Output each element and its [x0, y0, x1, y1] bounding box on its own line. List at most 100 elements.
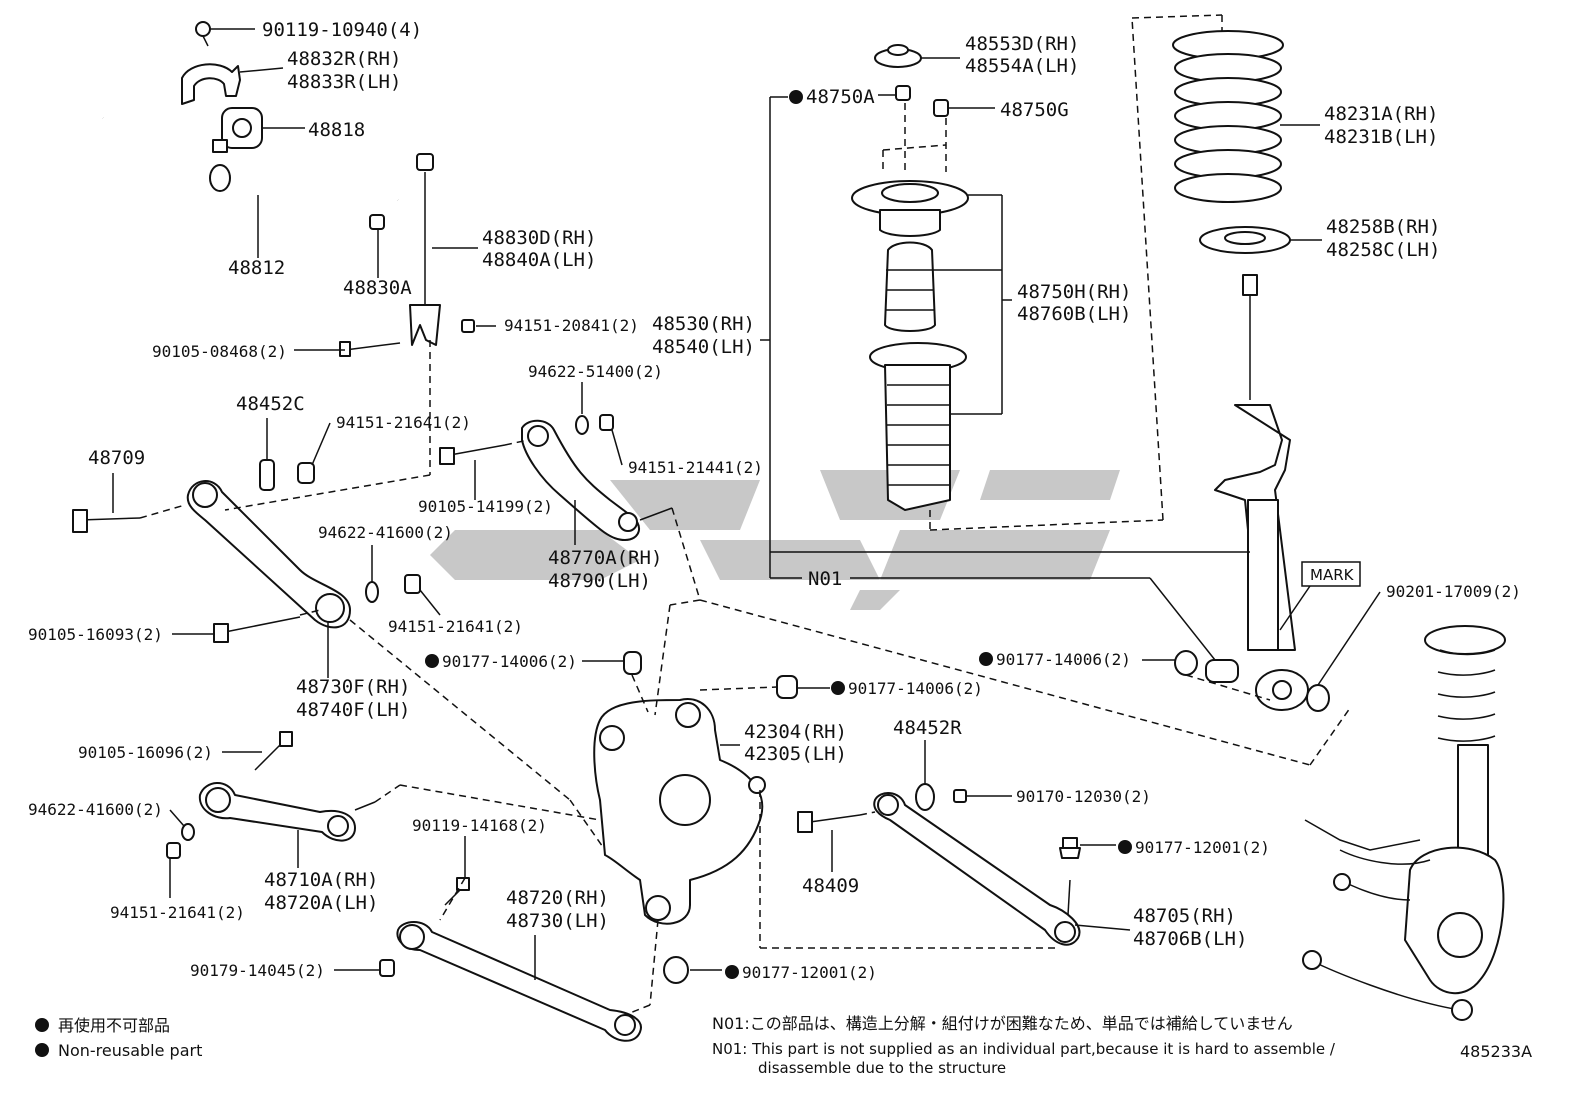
- leader-lines: [112, 28, 1381, 980]
- label-48830D: 48830D(RH): [482, 227, 596, 249]
- bolt-48709: [72, 509, 141, 533]
- label-48452R: 48452R: [893, 717, 962, 739]
- nut-94151-21441: [599, 414, 614, 431]
- arm-48720: [396, 921, 642, 1042]
- label-48706B: 48706B(LH): [1133, 928, 1247, 950]
- label-90179-14045: 90179-14045(2): [190, 961, 325, 980]
- nut-94151-21641-c: [166, 842, 181, 859]
- mark-label-box: [1279, 561, 1361, 631]
- part-labels: 90119-10940(4) 48832R(RH) 48833R(LH) 488…: [28, 19, 1521, 982]
- bolt-48409: [797, 811, 861, 833]
- label-48705: 48705(RH): [1133, 905, 1236, 927]
- label-90105-08468: 90105-08468(2): [152, 342, 287, 361]
- stabilizer-bar: [101, 115, 401, 240]
- label-90177-14006-center: 90177-14006(2): [848, 679, 983, 698]
- label-90170-12030: 90170-12030(2): [1016, 787, 1151, 806]
- label-48231B: 48231B(LH): [1324, 126, 1438, 148]
- bump-stopper: [884, 241, 936, 332]
- arm-48710A: [198, 782, 376, 842]
- label-48720: 48720(RH): [506, 887, 609, 909]
- label-48818: 48818: [308, 119, 365, 141]
- stabilizer-bracket: [181, 63, 241, 105]
- label-94622-41600-bottom: 94622-41600(2): [28, 800, 163, 819]
- label-90105-14199: 90105-14199(2): [418, 497, 553, 516]
- label-48409: 48409: [802, 875, 859, 897]
- bushing-90177-14006-b: [776, 675, 798, 699]
- legend: 再使用不可部品 Non-reusable part: [35, 1016, 202, 1060]
- label-48830A: 48830A: [343, 277, 412, 299]
- link-bolt: [339, 341, 401, 357]
- label-48730: 48730(LH): [506, 910, 609, 932]
- label-N01: N01: [808, 568, 842, 590]
- label-mark: MARK: [1310, 566, 1355, 584]
- legend-en: Non-reusable part: [58, 1041, 202, 1060]
- label-48770A: 48770A(RH): [548, 547, 662, 569]
- label-94151-21641-top: 94151-21641(2): [336, 413, 471, 432]
- nut-94151-21641-b: [404, 574, 421, 594]
- label-48553D: 48553D(RH): [965, 33, 1079, 55]
- nut-90179-14045: [379, 959, 395, 977]
- label-48740F: 48740F(LH): [296, 699, 410, 721]
- label-48750A: 48750A: [806, 86, 875, 108]
- label-48231A: 48231A(RH): [1324, 103, 1438, 125]
- label-48710A: 48710A(RH): [264, 869, 378, 891]
- label-94151-20841: 94151-20841(2): [504, 316, 639, 335]
- label-48258B: 48258B(RH): [1326, 216, 1440, 238]
- washer-90201-17009: [1306, 684, 1330, 712]
- dust-boot: [869, 342, 967, 511]
- washer-94622-41600-a: [365, 581, 379, 603]
- bolt-90105-16093: [213, 616, 301, 643]
- bolt-90119-14168: [444, 877, 470, 906]
- nut-90170-12030: [953, 789, 967, 803]
- note-en-line1: N01: This part is not supplied as an ind…: [712, 1040, 1336, 1058]
- washer-48452R: [915, 783, 935, 811]
- note-jp: N01:この部品は、構造上分解・組付けが困難なため、単品では補給していません: [712, 1014, 1293, 1033]
- non-reusable-marker: [789, 90, 803, 104]
- bushing-90177-12001-b: [663, 956, 689, 984]
- label-90201-17009: 90201-17009(2): [1386, 582, 1521, 601]
- label-94622-51400: 94622-51400(2): [528, 362, 663, 381]
- non-reusable-marker: [979, 652, 993, 666]
- label-90105-16096: 90105-16096(2): [78, 743, 213, 762]
- washer-94622-41600-b: [181, 823, 195, 841]
- arm-48730F: [186, 480, 351, 629]
- label-48540: 48540(LH): [652, 336, 755, 358]
- arm-48705: [873, 792, 1081, 946]
- nut-48750A: [895, 85, 911, 101]
- assembled-view: [1302, 625, 1506, 1021]
- legend-jp: 再使用不可部品: [58, 1016, 170, 1035]
- label-90119-14168: 90119-14168(2): [412, 816, 547, 835]
- link-nut: [461, 319, 475, 333]
- bolt-top: [195, 21, 211, 47]
- bolt-90105-14199: [439, 444, 506, 465]
- non-reusable-marker: [425, 654, 439, 668]
- collar-N01: [1205, 659, 1239, 683]
- label-90177-14006-right: 90177-14006(2): [996, 650, 1131, 669]
- label-48554A: 48554A(LH): [965, 55, 1079, 77]
- label-94622-41600-top: 94622-41600(2): [318, 523, 453, 542]
- label-48840A: 48840A(LH): [482, 249, 596, 271]
- label-48750H: 48750H(RH): [1017, 281, 1131, 303]
- spring-seat-48258B: [1199, 226, 1291, 254]
- washer-94622-51400: [575, 415, 589, 435]
- label-42304: 42304(RH): [744, 721, 847, 743]
- nut-94151-21641-a: [297, 462, 315, 484]
- bushing-90177-14006-c: [1174, 650, 1198, 676]
- non-reusable-marker: [1118, 840, 1132, 854]
- label-90177-14006-left: 90177-14006(2): [442, 652, 577, 671]
- note-en-line2: disassemble due to the structure: [758, 1059, 1006, 1077]
- watermark-logo: [430, 470, 1120, 610]
- label-48833R: 48833R(LH): [287, 71, 401, 93]
- dashed-assembly-lines: [139, 14, 1351, 1016]
- label-94151-21441: 94151-21441(2): [628, 458, 763, 477]
- label-42305: 42305(LH): [744, 743, 847, 765]
- non-reusable-marker: [831, 681, 845, 695]
- label-48530: 48530(RH): [652, 313, 755, 335]
- bolt-90105-16096: [254, 731, 293, 771]
- label-48452C: 48452C: [236, 393, 305, 415]
- label-48720A: 48720A(LH): [264, 892, 378, 914]
- label-90105-16093: 90105-16093(2): [28, 625, 163, 644]
- label-48258C: 48258C(LH): [1326, 239, 1440, 261]
- non-reusable-marker: [725, 965, 739, 979]
